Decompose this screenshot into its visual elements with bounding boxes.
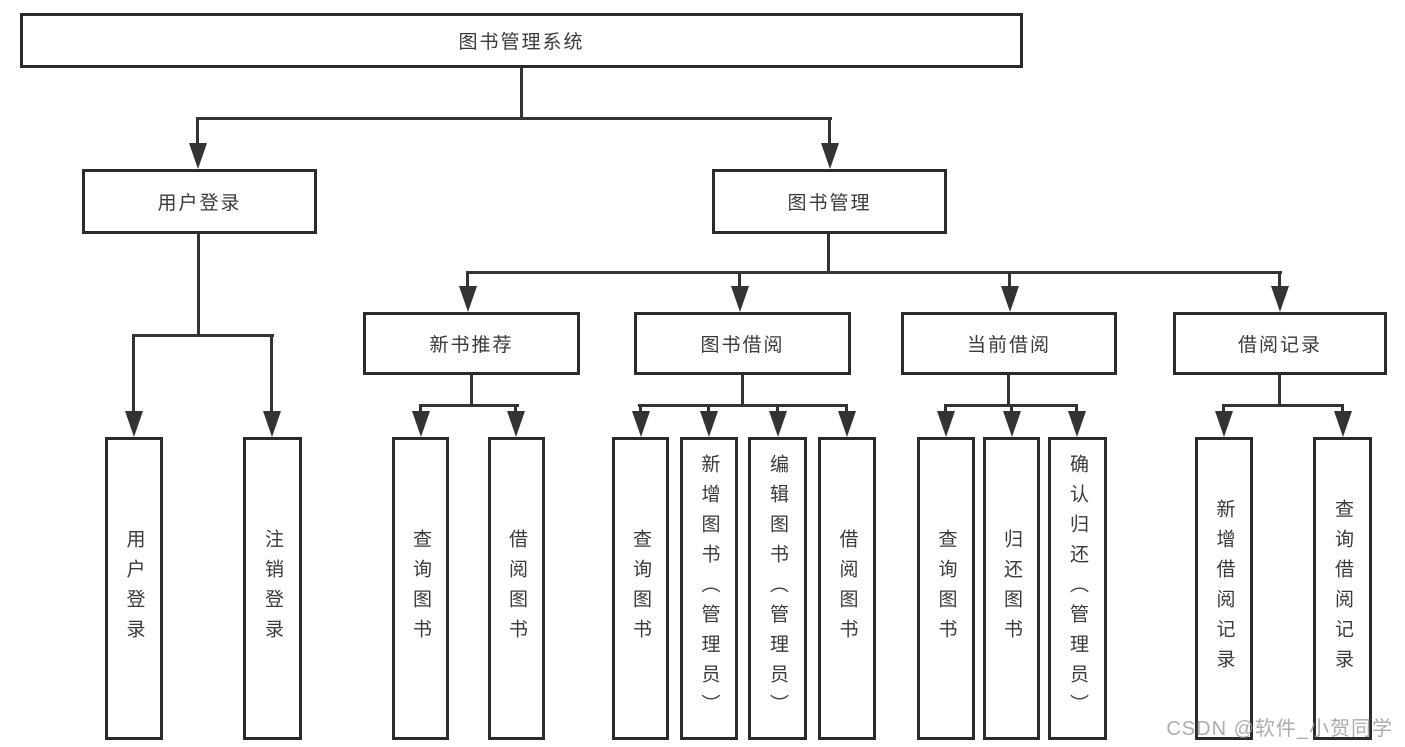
leaf-query-books: 查询图书 [392,437,449,740]
connector-line [1222,404,1225,414]
connector-line [1278,271,1281,288]
connector-line [776,404,779,414]
arrowhead-down-icon [263,411,281,437]
leaf-user-login: 用户登录 [105,437,163,740]
arrowhead-down-icon [1334,411,1352,437]
leaf-logout: 注销登录 [243,437,302,740]
arrowhead-down-icon [700,411,718,437]
arrowhead-down-icon [125,411,143,437]
connector-line [466,271,469,288]
arrowhead-down-icon [937,411,955,437]
node-current-borrowing: 当前借阅 [901,312,1117,375]
leaf-borrow-books: 借阅图书 [488,437,545,740]
arrowhead-down-icon [1001,286,1019,312]
connector-line [514,404,517,414]
connector-line [827,233,830,274]
connector-line [270,334,273,413]
watermark: CSDN @软件_小贺同学 [1166,718,1393,740]
connector-line [520,68,523,117]
connector-line [132,334,274,337]
connector-line [1341,404,1344,414]
connector-line [470,375,473,407]
leaf-query-books: 查询图书 [917,437,975,740]
node-user-login: 用户登录 [82,169,317,234]
connector-line [845,404,848,414]
node-book-borrowing: 图书借阅 [634,312,851,375]
connector-line [1008,271,1011,288]
leaf-add-borrow-record: 新增借阅记录 [1195,437,1253,740]
arrowhead-down-icon [189,143,207,169]
leaf-query-books: 查询图书 [612,437,669,740]
connector-line [741,375,744,407]
connector-line [828,117,831,145]
leaf-add-book-admin: 新增图书（管理员） [680,437,738,740]
node-library-management-system: 图书管理系统 [20,13,1023,68]
connector-line [639,404,642,414]
connector-line [196,117,199,145]
arrowhead-down-icon [1271,286,1289,312]
connector-line [196,117,832,120]
arrowhead-down-icon [1068,411,1086,437]
leaf-query-borrow-record: 查询借阅记录 [1313,437,1372,740]
connector-line [419,404,422,414]
arrowhead-down-icon [459,286,477,312]
leaf-return-books: 归还图书 [983,437,1040,740]
connector-line [1007,375,1010,407]
connector-line [1278,375,1281,407]
leaf-borrow-books: 借阅图书 [818,437,876,740]
connector-line [419,404,519,407]
connector-line [1010,404,1013,414]
connector-line [738,271,741,288]
connector-line [197,233,200,337]
arrowhead-down-icon [769,411,787,437]
node-new-book-recommendation: 新书推荐 [363,312,580,375]
connector-line [1075,404,1078,414]
arrowhead-down-icon [731,286,749,312]
connector-line [466,271,1282,274]
leaf-confirm-return-admin: 确认归还（管理员） [1048,437,1107,740]
connector-line [1222,404,1344,407]
node-book-management: 图书管理 [712,169,947,234]
arrowhead-down-icon [838,411,856,437]
node-borrowing-records: 借阅记录 [1173,312,1387,375]
arrowhead-down-icon [507,411,525,437]
arrowhead-down-icon [821,143,839,169]
connector-line [132,334,135,413]
arrowhead-down-icon [412,411,430,437]
arrowhead-down-icon [632,411,650,437]
connector-line [944,404,947,414]
connector-line [638,404,848,407]
connector-line [707,404,710,414]
leaf-edit-book-admin: 编辑图书（管理员） [748,437,807,740]
arrowhead-down-icon [1003,411,1021,437]
arrowhead-down-icon [1215,411,1233,437]
